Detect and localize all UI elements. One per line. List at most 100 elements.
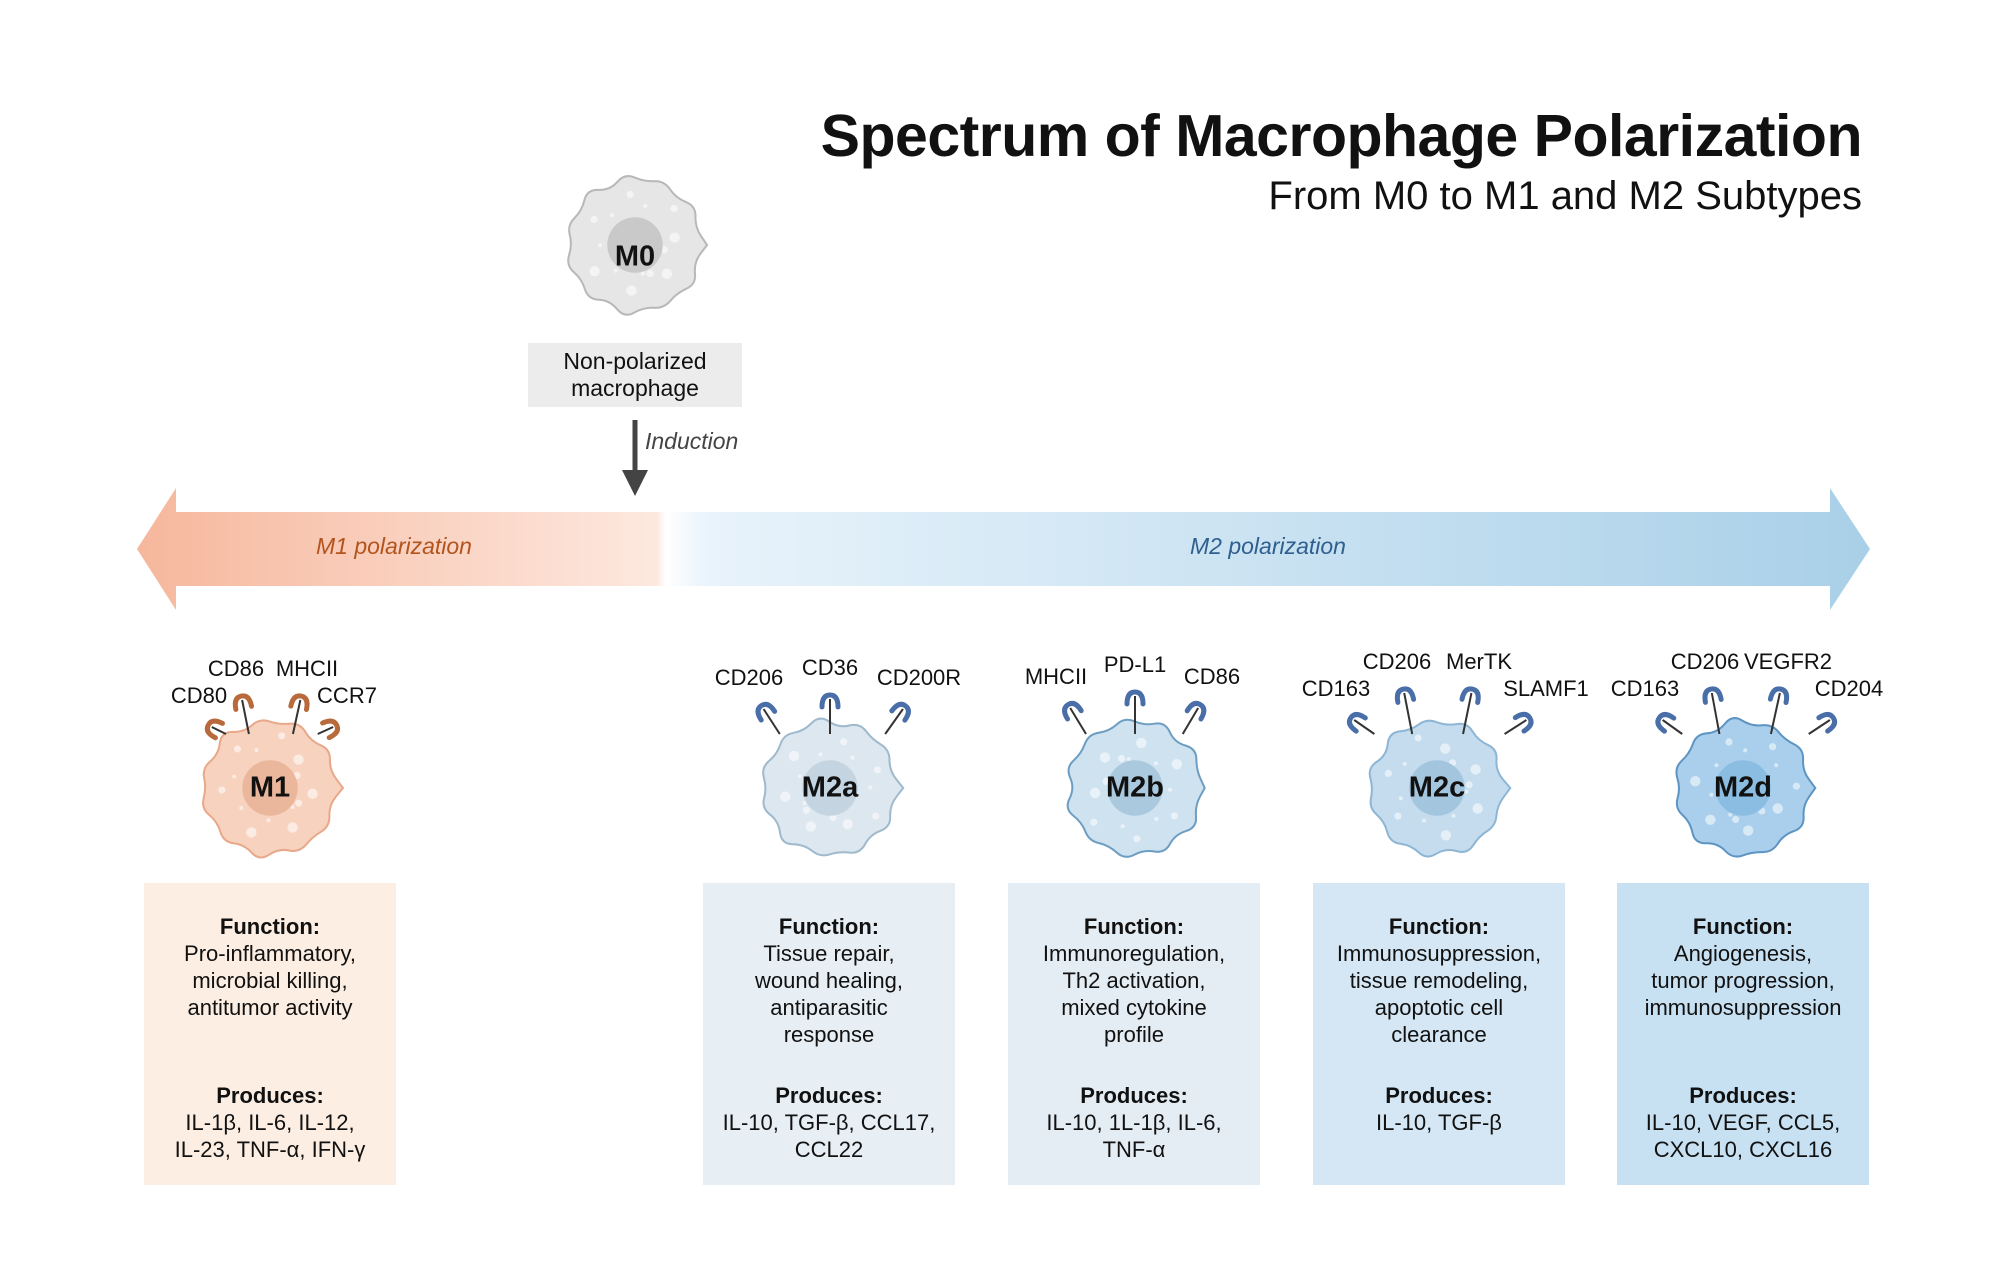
function-text: antiparasitic bbox=[770, 995, 888, 1020]
polarization-spectrum-arrow bbox=[137, 488, 1870, 610]
marker-label: VEGFR2 bbox=[1743, 649, 1833, 674]
produces-text: CCL22 bbox=[794, 1137, 864, 1162]
produces-text: IL-10, TGF-β bbox=[1376, 1110, 1502, 1135]
receptor-icon bbox=[288, 693, 310, 735]
marker-label: CD86 bbox=[207, 656, 265, 681]
function-text: apoptotic cell bbox=[1374, 995, 1504, 1020]
cell-icon-m2c bbox=[1368, 719, 1512, 858]
function-heading: Function: bbox=[778, 914, 880, 939]
m0-description-line: Non-polarized bbox=[563, 348, 707, 374]
receptor-icon bbox=[1655, 712, 1683, 735]
receptor-icon bbox=[819, 692, 841, 734]
produces-text: IL-10, 1L-1β, IL-6, bbox=[1046, 1110, 1222, 1135]
marker-label: CD200R bbox=[876, 665, 962, 690]
receptor-icon bbox=[755, 701, 781, 735]
receptor-icon bbox=[232, 693, 255, 735]
function-text: response bbox=[783, 1022, 875, 1047]
m1-polarization-label: M1 polarization bbox=[316, 533, 472, 559]
produces-heading: Produces: bbox=[1385, 1083, 1493, 1108]
cell-icon-m1 bbox=[202, 719, 345, 859]
function-text: profile bbox=[1104, 1022, 1164, 1047]
info-box-m2d: Function:Angiogenesis,tumor progression,… bbox=[1617, 883, 1869, 1185]
receptor-icon bbox=[884, 701, 911, 735]
page-subtitle: From M0 to M1 and M2 Subtypes bbox=[1268, 174, 1862, 218]
cell-label-m2a: M2a bbox=[801, 771, 859, 804]
cell-label-m2d: M2d bbox=[1714, 771, 1772, 804]
receptor-icon bbox=[1767, 686, 1790, 735]
marker-label: MHCII bbox=[1024, 664, 1088, 689]
page-title: Spectrum of Macrophage Polarization bbox=[820, 103, 1863, 169]
receptor-icon bbox=[1459, 686, 1481, 735]
receptor-icon bbox=[1062, 700, 1087, 735]
produces-heading: Produces: bbox=[1080, 1083, 1188, 1108]
induction-arrow bbox=[622, 420, 648, 496]
marker-label: CD204 bbox=[1814, 676, 1884, 701]
function-text: Immunosuppression, bbox=[1336, 941, 1542, 966]
m0-description-line: macrophage bbox=[571, 375, 699, 401]
function-text: wound healing, bbox=[754, 968, 903, 993]
receptor-icon bbox=[204, 718, 227, 741]
function-text: clearance bbox=[1391, 1022, 1487, 1047]
function-heading: Function: bbox=[1388, 914, 1490, 939]
receptor-icon bbox=[1181, 700, 1207, 735]
receptor-icon bbox=[1394, 686, 1417, 735]
produces-text: CXCL10, CXCL16 bbox=[1653, 1137, 1833, 1162]
info-box-m2c: Function:Immunosuppression,tissue remode… bbox=[1313, 883, 1565, 1185]
produces-heading: Produces: bbox=[1689, 1083, 1797, 1108]
receptor-icon bbox=[317, 718, 341, 741]
produces-text: IL-1β, IL-6, IL-12, bbox=[185, 1110, 355, 1135]
m0-cell-label: M0 bbox=[614, 240, 656, 273]
cell-icon-m2d bbox=[1675, 717, 1817, 858]
receptor-icon bbox=[1347, 712, 1375, 735]
function-text: tissue remodeling, bbox=[1349, 968, 1529, 993]
marker-label: CD206 bbox=[1670, 649, 1740, 674]
cell-label-m1: M1 bbox=[249, 771, 291, 804]
function-text: Immunoregulation, bbox=[1042, 941, 1226, 966]
function-heading: Function: bbox=[219, 914, 321, 939]
marker-label: MHCII bbox=[275, 656, 339, 681]
function-heading: Function: bbox=[1692, 914, 1794, 939]
marker-label: SLAMF1 bbox=[1503, 676, 1589, 701]
function-text: mixed cytokine bbox=[1061, 995, 1207, 1020]
m2-polarization-label: M2 polarization bbox=[1190, 533, 1346, 559]
m0-cell-icon bbox=[567, 175, 709, 316]
marker-label: CD163 bbox=[1301, 676, 1371, 701]
produces-heading: Produces: bbox=[775, 1083, 883, 1108]
cell-label-m2b: M2b bbox=[1106, 771, 1164, 804]
info-box-m2a: Function:Tissue repair,wound healing,ant… bbox=[703, 883, 955, 1185]
receptor-icon bbox=[1504, 711, 1534, 735]
receptor-icon bbox=[1808, 711, 1838, 735]
marker-label: CD36 bbox=[801, 655, 859, 680]
produces-text: TNF-α bbox=[1102, 1137, 1166, 1162]
info-box-m2b: Function:Immunoregulation,Th2 activation… bbox=[1008, 883, 1260, 1185]
marker-label: PD-L1 bbox=[1103, 652, 1167, 677]
receptor-icon bbox=[1124, 689, 1146, 734]
produces-text: IL-10, TGF-β, CCL17, bbox=[722, 1110, 936, 1135]
function-heading: Function: bbox=[1083, 914, 1185, 939]
function-text: microbial killing, bbox=[192, 968, 348, 993]
produces-heading: Produces: bbox=[216, 1083, 324, 1108]
function-text: tumor progression, bbox=[1651, 968, 1835, 993]
function-text: immunosuppression bbox=[1644, 995, 1842, 1020]
marker-label: CD206 bbox=[714, 665, 784, 690]
produces-text: IL-10, VEGF, CCL5, bbox=[1645, 1110, 1841, 1135]
marker-label: CD206 bbox=[1362, 649, 1432, 674]
cell-icon-m2a bbox=[762, 717, 905, 857]
function-text: Angiogenesis, bbox=[1673, 941, 1813, 966]
info-box-m1: Function:Pro-inflammatory,microbial kill… bbox=[144, 883, 396, 1185]
marker-label: CD86 bbox=[1183, 664, 1241, 689]
produces-text: IL-23, TNF-α, IFN-γ bbox=[174, 1137, 366, 1162]
function-text: Th2 activation, bbox=[1062, 968, 1206, 993]
induction-label: Induction bbox=[645, 428, 739, 454]
marker-label: CD80 bbox=[170, 683, 228, 708]
function-text: antitumor activity bbox=[187, 995, 353, 1020]
marker-label: CCR7 bbox=[317, 683, 377, 708]
cell-label-m2c: M2c bbox=[1408, 771, 1466, 804]
marker-label: MerTK bbox=[1446, 649, 1512, 674]
m0-description: Non-polarized macrophage bbox=[528, 343, 742, 407]
marker-label: CD163 bbox=[1610, 676, 1680, 701]
function-text: Pro-inflammatory, bbox=[184, 941, 356, 966]
cell-icon-m2b bbox=[1066, 718, 1206, 858]
receptor-icon bbox=[1702, 686, 1724, 735]
